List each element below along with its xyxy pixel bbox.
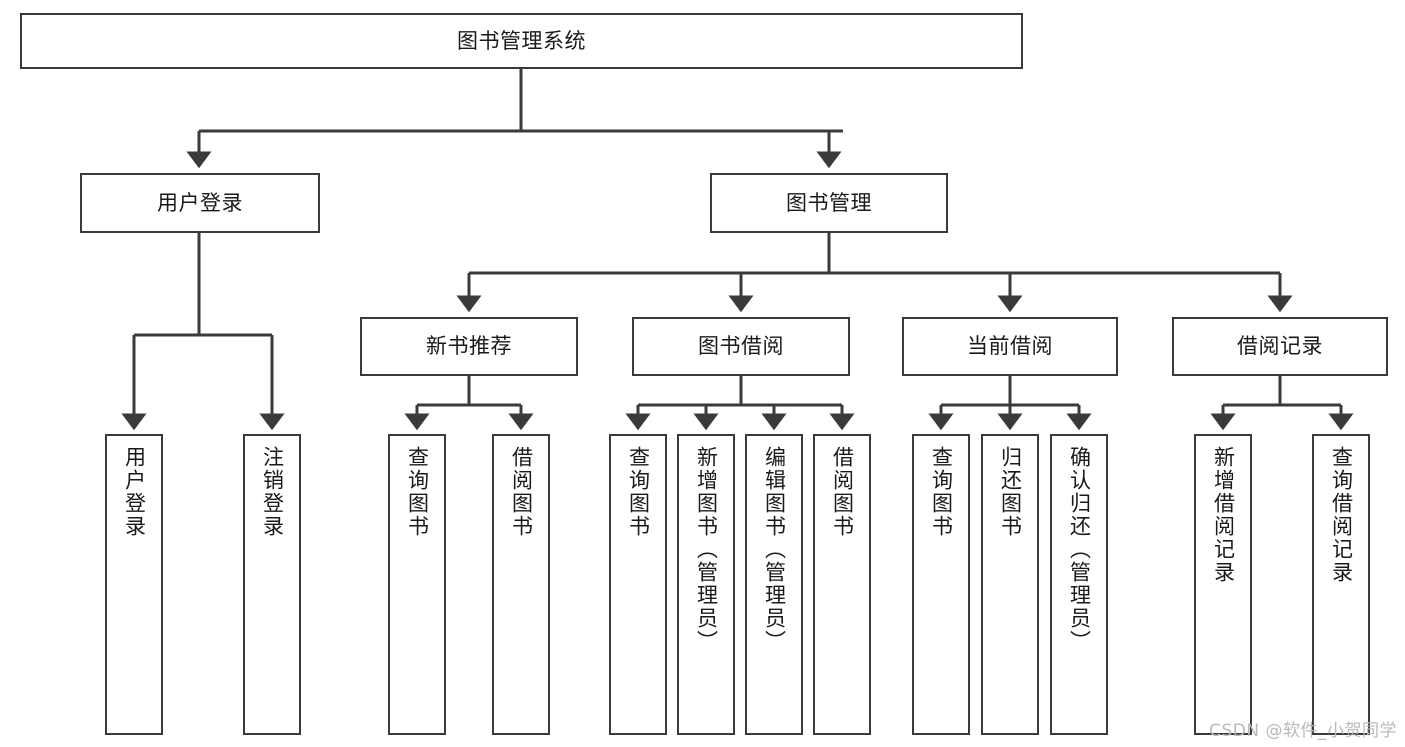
- node-leaf-query-book-3[interactable]: 查询图书: [912, 434, 970, 735]
- node-leaf-user-login[interactable]: 用户登录: [105, 434, 163, 735]
- node-leaf-add-record[interactable]: 新增借阅记录: [1194, 434, 1252, 735]
- node-leaf-borrow-book-1-label: 借阅图书: [509, 446, 534, 538]
- node-leaf-query-book-2[interactable]: 查询图书: [609, 434, 667, 735]
- node-leaf-logout-login[interactable]: 注销登录: [243, 434, 301, 735]
- node-book-manage[interactable]: 图书管理: [710, 173, 948, 233]
- node-leaf-return-book[interactable]: 归还图书: [981, 434, 1039, 735]
- node-book-borrow[interactable]: 图书借阅: [632, 317, 850, 376]
- node-leaf-logout-login-label: 注销登录: [260, 446, 285, 538]
- node-user-login-label: 用户登录: [157, 190, 243, 215]
- node-leaf-confirm-return-label: 确认归还（管理员）: [1067, 446, 1092, 653]
- node-leaf-return-book-label: 归还图书: [998, 446, 1023, 538]
- node-leaf-query-book-3-label: 查询图书: [929, 446, 954, 538]
- node-leaf-query-book-2-label: 查询图书: [626, 446, 651, 538]
- node-root[interactable]: 图书管理系统: [20, 13, 1023, 69]
- node-leaf-edit-book[interactable]: 编辑图书（管理员）: [745, 434, 803, 735]
- node-book-manage-label: 图书管理: [786, 190, 872, 215]
- node-leaf-add-record-label: 新增借阅记录: [1211, 446, 1236, 584]
- node-leaf-add-book[interactable]: 新增图书（管理员）: [677, 434, 735, 735]
- node-leaf-query-record[interactable]: 查询借阅记录: [1312, 434, 1370, 735]
- node-leaf-user-login-label: 用户登录: [122, 446, 147, 538]
- node-leaf-borrow-book-2-label: 借阅图书: [830, 446, 855, 538]
- node-leaf-edit-book-label: 编辑图书（管理员）: [762, 446, 787, 653]
- node-current-borrow[interactable]: 当前借阅: [902, 317, 1118, 376]
- node-leaf-query-record-label: 查询借阅记录: [1329, 446, 1354, 584]
- node-leaf-confirm-return[interactable]: 确认归还（管理员）: [1050, 434, 1108, 735]
- node-leaf-query-book-1[interactable]: 查询图书: [388, 434, 446, 735]
- node-leaf-borrow-book-1[interactable]: 借阅图书: [492, 434, 550, 735]
- node-new-book-recommend[interactable]: 新书推荐: [360, 317, 578, 376]
- node-leaf-query-book-1-label: 查询图书: [405, 446, 430, 538]
- node-leaf-add-book-label: 新增图书（管理员）: [694, 446, 719, 653]
- node-root-label: 图书管理系统: [457, 28, 586, 53]
- csdn-watermark: CSDN @软件_小贺同学: [1209, 721, 1397, 741]
- node-new-book-recommend-label: 新书推荐: [426, 334, 512, 359]
- node-current-borrow-label: 当前借阅: [967, 334, 1053, 359]
- node-borrow-record[interactable]: 借阅记录: [1172, 317, 1388, 376]
- node-user-login[interactable]: 用户登录: [80, 173, 320, 233]
- node-borrow-record-label: 借阅记录: [1237, 334, 1323, 359]
- node-book-borrow-label: 图书借阅: [698, 334, 784, 359]
- node-leaf-borrow-book-2[interactable]: 借阅图书: [813, 434, 871, 735]
